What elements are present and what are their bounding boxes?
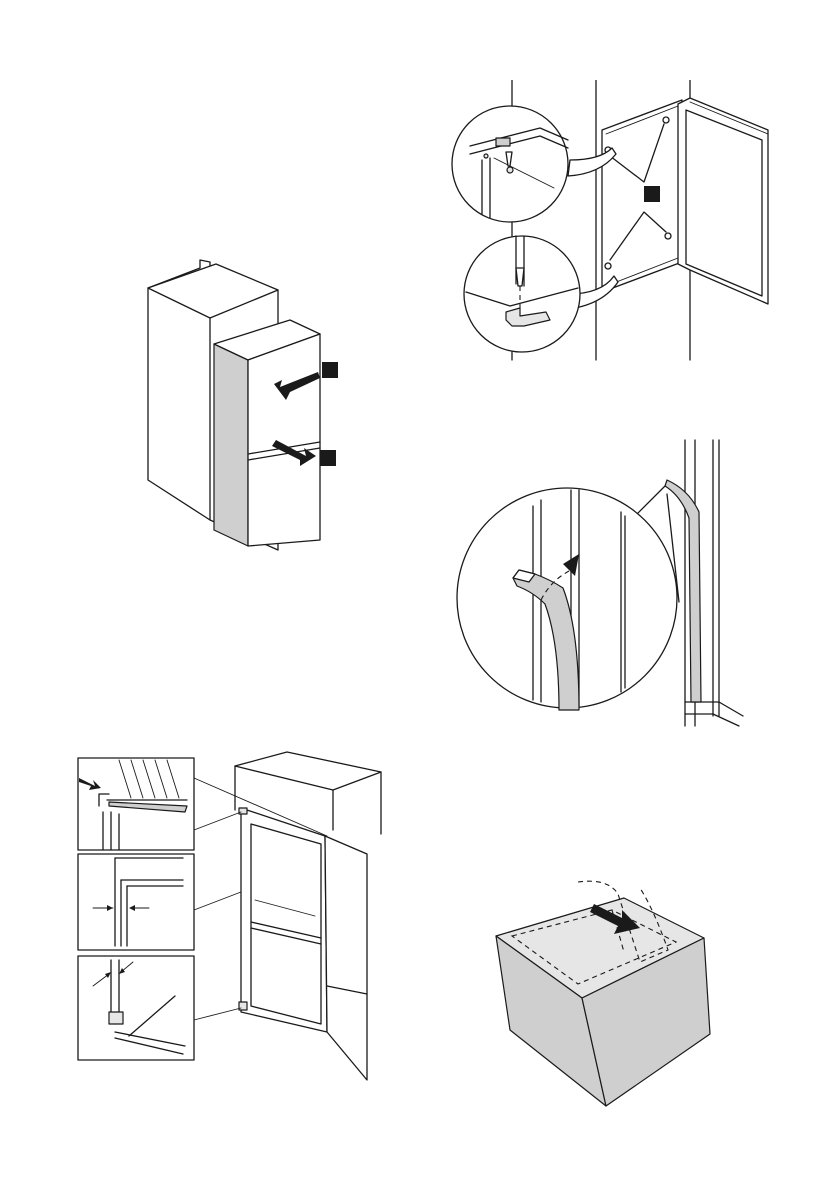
step-marker-2 (320, 450, 336, 466)
detail-box-bottom (78, 956, 194, 1060)
hinge-icon (109, 1012, 123, 1024)
open-door (678, 98, 768, 304)
step-marker-1 (322, 362, 338, 378)
figure-cabinet-insertion (130, 250, 360, 570)
figure-cover-tape-removal (490, 870, 720, 1110)
screw-icon (516, 268, 524, 286)
hinge-bracket-icon (496, 138, 510, 146)
detail-circle-seal (457, 488, 677, 710)
detail-circle-top (452, 106, 616, 222)
appliance-body (214, 320, 320, 546)
screw-icon (605, 263, 611, 269)
cabinet-interior (602, 100, 682, 292)
hinge-icon (239, 1002, 247, 1010)
screw-icon (665, 233, 671, 239)
cabinet-with-open-door (235, 752, 381, 1080)
screw-icon (663, 117, 669, 123)
detail-box-top (78, 758, 194, 850)
figure-gap-alignment (75, 750, 390, 1085)
hinge-icon (239, 808, 247, 814)
step-marker-3 (644, 186, 660, 202)
detail-box-middle (78, 854, 194, 950)
detail-circle-bottom (464, 236, 618, 352)
figure-seal-strip-fitting (455, 430, 755, 730)
figure-door-hinge-screws (450, 80, 780, 365)
package-box (496, 898, 710, 1106)
